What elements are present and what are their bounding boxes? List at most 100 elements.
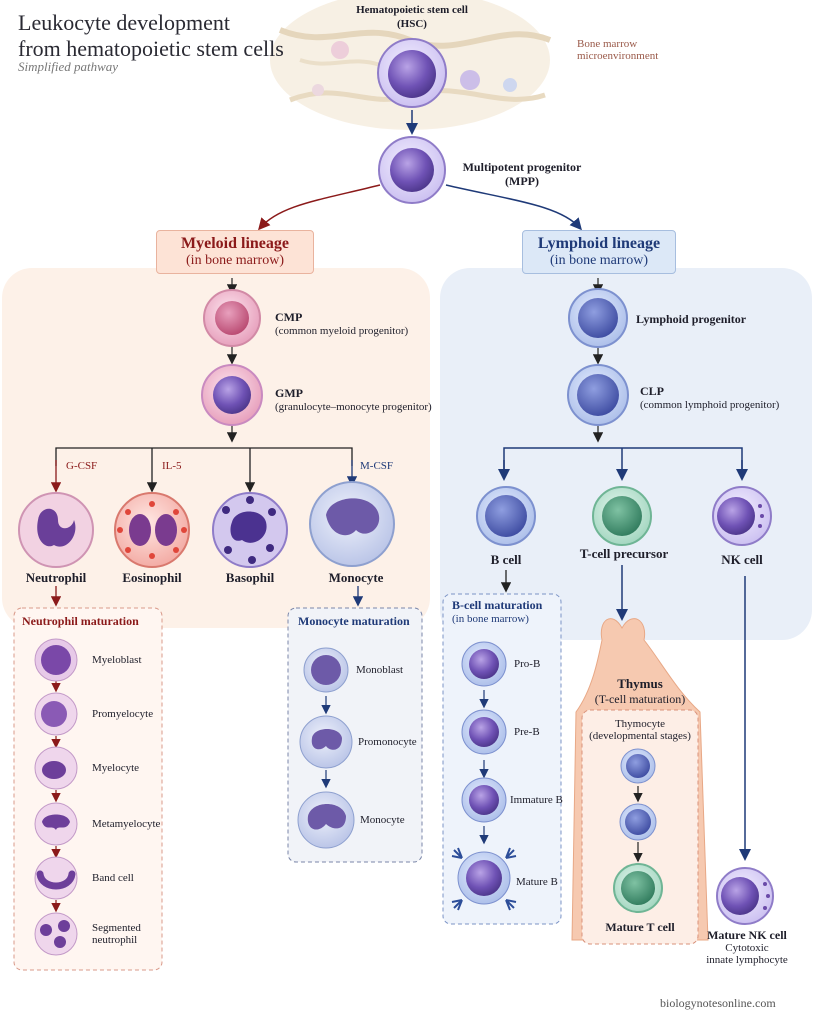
mpp-label: Multipotent progenitor (MPP) [452, 160, 592, 188]
myelocyte-cell [34, 746, 78, 790]
band-cell [34, 856, 78, 900]
mpp-label-line2: (MPP) [505, 174, 539, 188]
stage-metamyelocyte: Metamyelocyte [92, 818, 161, 830]
lymphoid-lineage-header: Lymphoid lineage (in bone marrow) [522, 230, 676, 274]
mature-b-cell [451, 847, 517, 911]
mature-nk-desc1: Cytotoxic [725, 942, 769, 954]
stage-segmented: Segmented neutrophil [92, 922, 141, 946]
page-subtitle: Simplified pathway [18, 59, 119, 74]
eosinophil-cell [114, 492, 190, 568]
myeloid-title: Myeloid lineage [181, 235, 289, 252]
marrow-label-line2: microenvironment [577, 50, 659, 62]
lymphoid-progenitor-label: Lymphoid progenitor [636, 312, 747, 326]
mpp-label-line1: Multipotent progenitor [462, 160, 582, 174]
neutrophil-maturation-title: Neutrophil maturation [22, 614, 139, 628]
stage-myelocyte: Myelocyte [92, 762, 140, 774]
thymocyte-box-label: Thymocyte (developmental stages) [582, 718, 698, 742]
monocyte-cell [309, 481, 395, 567]
mature-nk-desc2: innate lymphocyte [706, 954, 788, 966]
bcell-maturation-header: B-cell maturation (in bone marrow) [452, 598, 542, 626]
basophil-label: Basophil [225, 570, 275, 585]
title-line-1: Leukocyte development [18, 10, 230, 35]
marrow-label-line1: Bone marrow [577, 38, 638, 50]
factor-il5: IL-5 [162, 460, 182, 472]
neutrophil-label: Neutrophil [25, 570, 87, 585]
thymus-title: Thymus [617, 676, 663, 691]
stage-pre-b: Pre-B [514, 726, 540, 738]
hsc-cell [377, 38, 447, 108]
cmp-full: (common myeloid progenitor) [275, 325, 409, 337]
gmp-full: (granulocyte–monocyte progenitor) [275, 401, 432, 413]
b-cell [476, 486, 536, 546]
pro-b-cell [461, 641, 507, 687]
nk-cell [712, 486, 772, 546]
thymus-label: Thymus (T-cell maturation) [572, 676, 708, 706]
stage-myeloblast: Myeloblast [92, 654, 142, 666]
thymus-subtitle: (T-cell maturation) [594, 692, 686, 706]
lymphoid-panel [440, 268, 812, 640]
promyelocyte-cell [34, 692, 78, 736]
clp-full: (common lymphoid progenitor) [640, 399, 780, 411]
cmp-abbr: CMP [275, 310, 303, 324]
clp-abbr: CLP [640, 384, 664, 398]
b-cell-label: B cell [490, 552, 522, 567]
lymphoid-progenitor-cell [568, 288, 628, 348]
thymocyte-subtitle: (developmental stages) [589, 730, 691, 742]
mature-nk-label: Mature NK cell Cytotoxic innate lymphocy… [700, 928, 794, 966]
hsc-label-line2: (HSC) [397, 18, 427, 30]
metamyelocyte-cell [34, 802, 78, 846]
thymocyte-cell-1 [620, 748, 656, 784]
mature-t-cell [613, 863, 663, 913]
gmp-cell [201, 364, 263, 426]
promonocyte-cell [299, 715, 353, 769]
eosinophil-label: Eosinophil [122, 570, 182, 585]
t-cell-precursor-label: T-cell precursor [579, 546, 669, 561]
basophil-cell [212, 492, 288, 568]
stage-monoblast: Monoblast [356, 664, 404, 676]
mpp-cell [378, 136, 446, 204]
monocyte-mature-cell [297, 791, 355, 849]
stage-monocyte: Monocyte [360, 814, 405, 826]
pre-b-cell [461, 709, 507, 755]
stage-pro-b: Pro-B [514, 658, 541, 670]
thymocyte-cell-2 [619, 803, 657, 841]
clp-cell [567, 364, 629, 426]
gmp-abbr: GMP [275, 386, 303, 400]
footer-credit: biologynotesonline.com [660, 996, 776, 1010]
monocyte-label: Monocyte [328, 570, 384, 585]
hsc-label-line1: Hematopoietic stem cell [356, 4, 468, 16]
stage-immature-b: Immature B [510, 794, 563, 806]
factor-gcsf: G-CSF [66, 460, 98, 472]
mature-nk-cell [716, 867, 774, 925]
thymocyte-title: Thymocyte [614, 718, 666, 730]
immature-b-cell [461, 777, 507, 823]
myeloid-lineage-header: Myeloid lineage (in bone marrow) [156, 230, 314, 274]
factor-mcsf: M-CSF [360, 460, 394, 472]
page-title: Leukocyte development from hematopoietic… [18, 10, 284, 62]
segmented-neutrophil-cell [34, 912, 78, 956]
monoblast-cell [303, 647, 349, 693]
lymphoid-subtitle: (in bone marrow) [550, 253, 648, 268]
stage-band-cell: Band cell [92, 872, 134, 884]
stage-promonocyte: Promonocyte [358, 736, 417, 748]
myeloblast-cell [34, 638, 78, 682]
stage-promyelocyte: Promyelocyte [92, 708, 154, 720]
stage-mature-b: Mature B [516, 876, 558, 888]
mature-nk-title: Mature NK cell [707, 928, 787, 942]
monocyte-maturation-title: Monocyte maturation [298, 614, 410, 628]
cmp-cell [203, 289, 261, 347]
bcell-maturation-subtitle: (in bone marrow) [452, 613, 529, 625]
cmp-label: CMP (common myeloid progenitor) [275, 310, 408, 338]
neutrophil-cell [18, 492, 94, 568]
bcell-maturation-title: B-cell maturation [452, 598, 543, 612]
stage-segmented-line1: Segmented [92, 922, 141, 934]
nk-cell-label: NK cell [721, 552, 763, 567]
clp-label: CLP (common lymphoid progenitor) [640, 384, 779, 412]
gmp-label: GMP (granulocyte–monocyte progenitor) [275, 386, 432, 414]
myeloid-subtitle: (in bone marrow) [186, 253, 284, 268]
title-line-2: from hematopoietic stem cells [18, 36, 284, 61]
stage-segmented-line2: neutrophil [92, 934, 138, 946]
marrow-label: Bone marrow microenvironment [577, 38, 658, 62]
mature-t-cell-label: Mature T cell [605, 920, 675, 934]
